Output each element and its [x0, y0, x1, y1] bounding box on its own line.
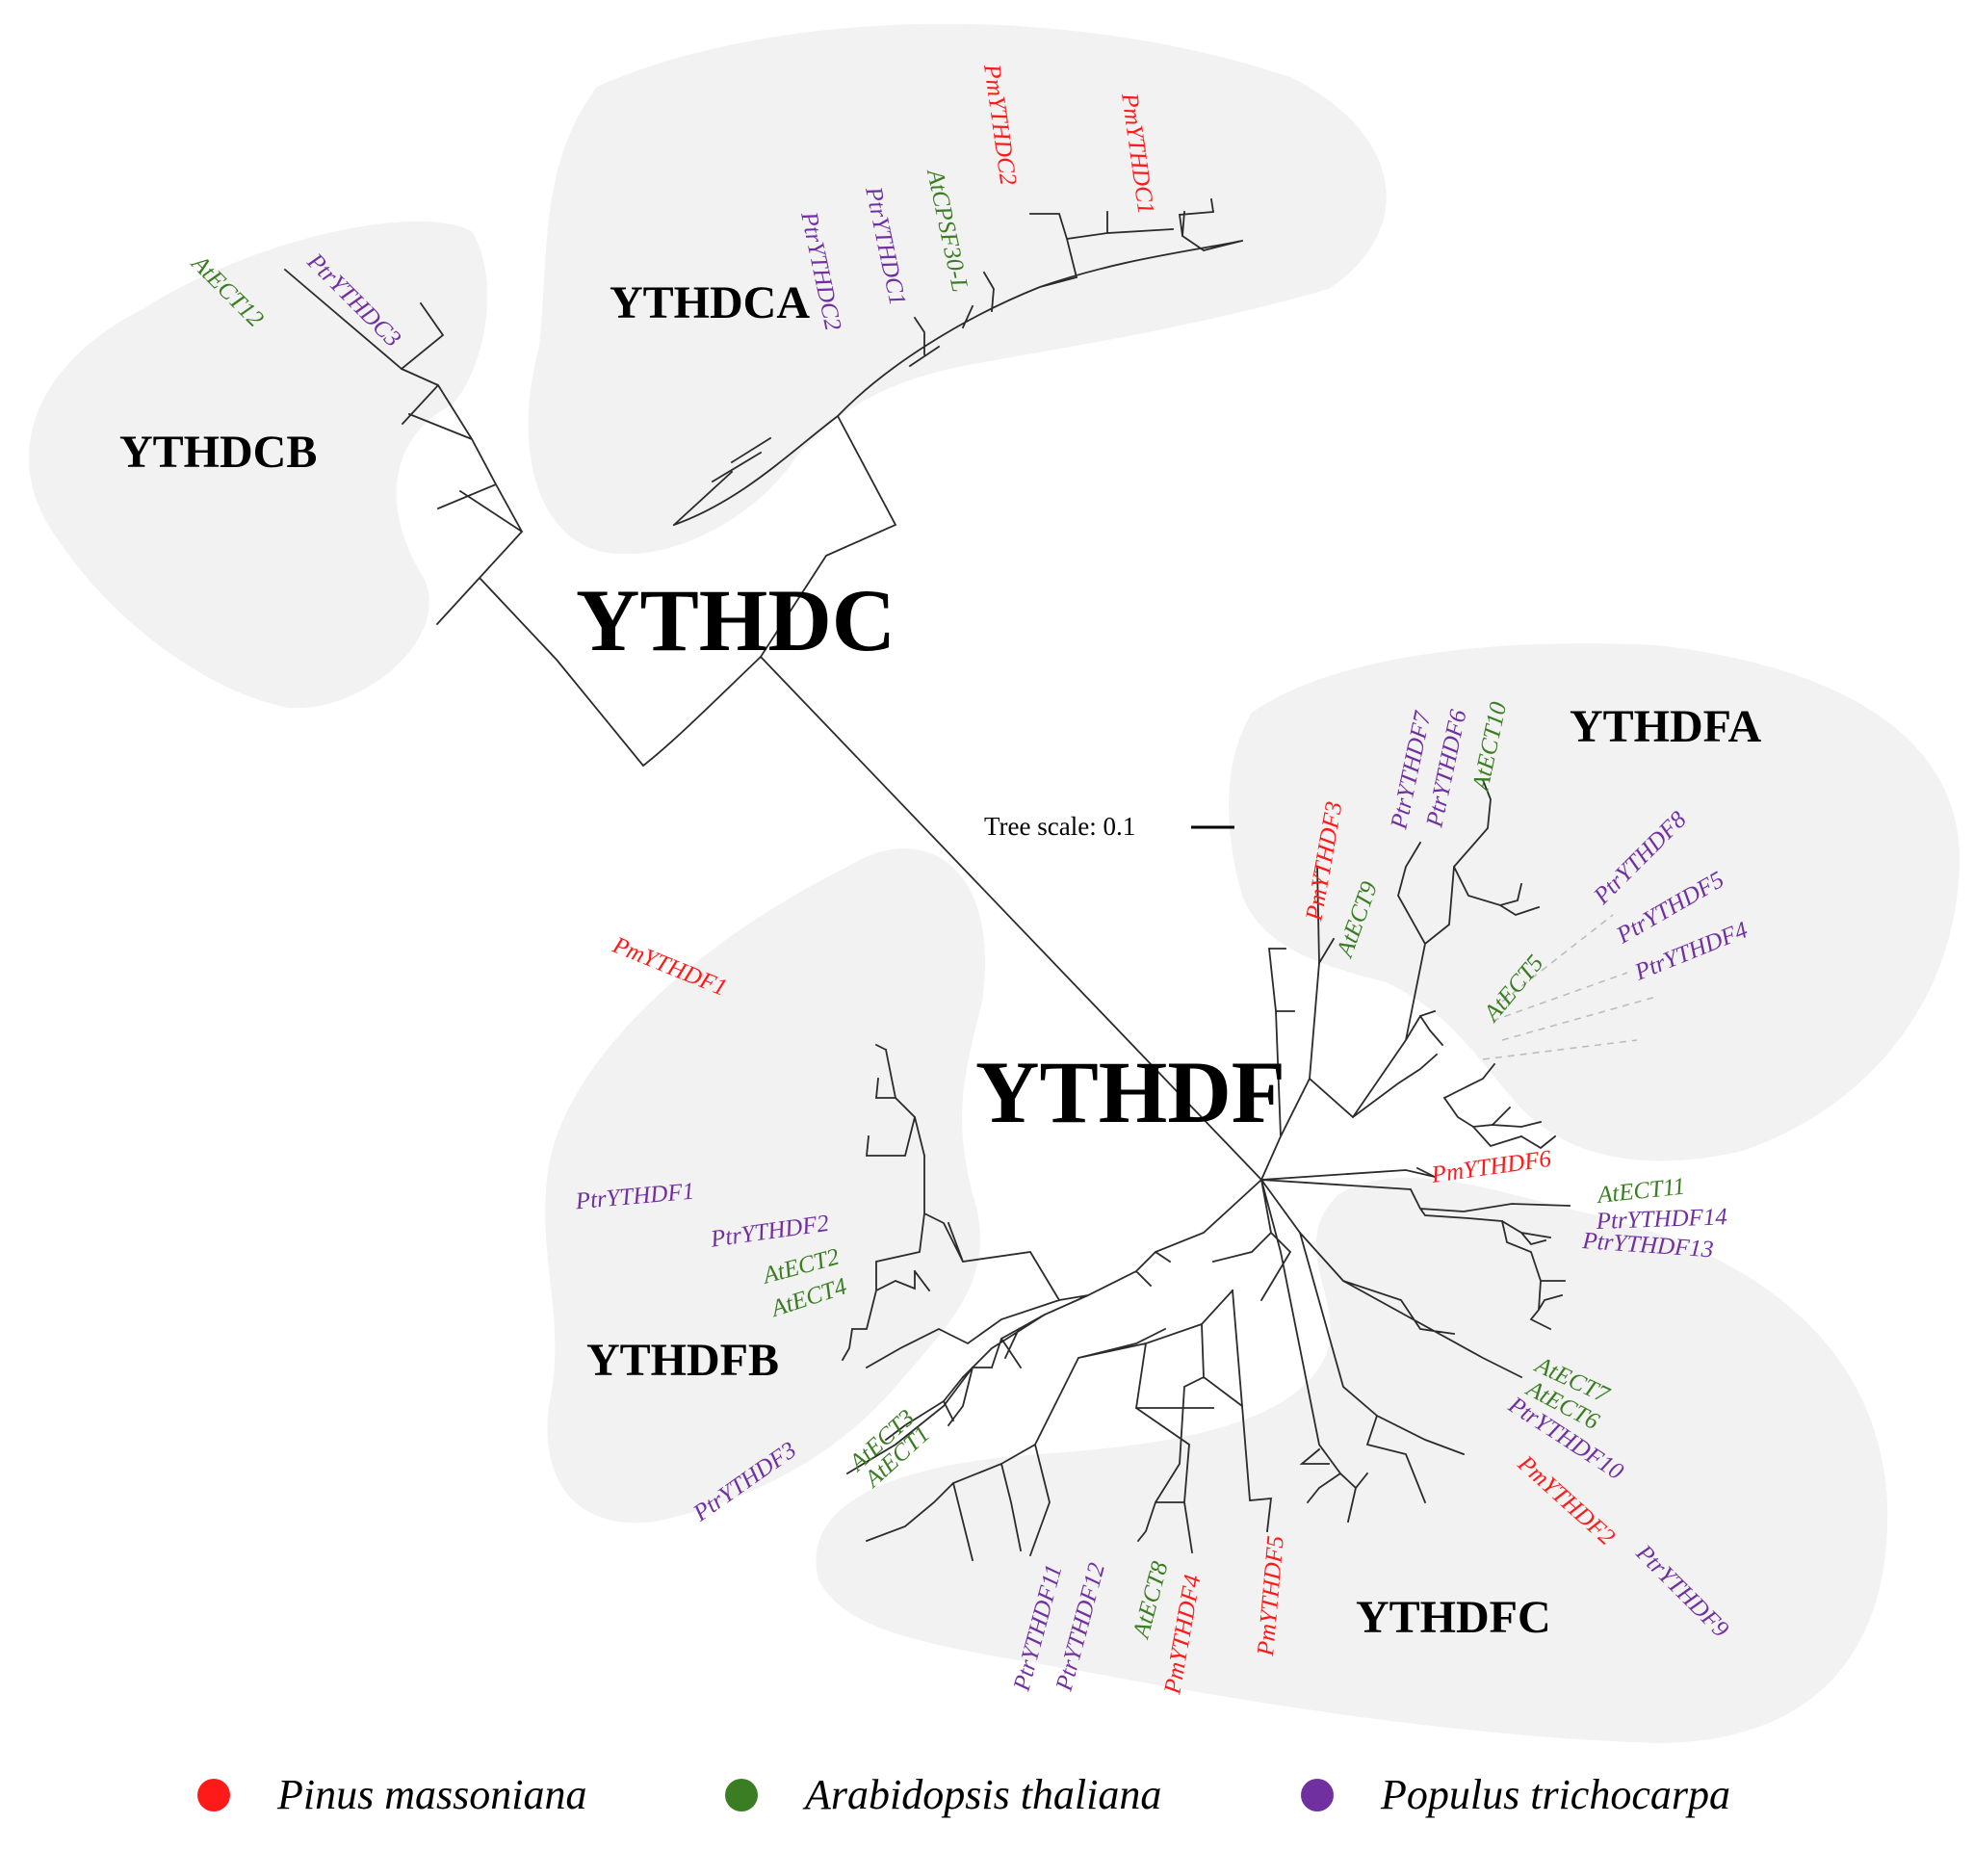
backbone-branch [759, 655, 1263, 1182]
legend: Pinus massoniana Arabidopsis thaliana Po… [197, 1771, 1730, 1818]
tree-scale-label: Tree scale: 0.1 [984, 812, 1135, 841]
legend-label-pinus: Pinus massoniana [276, 1771, 586, 1818]
clade-label-ythdfa: YTHDFA [1570, 701, 1761, 752]
legend-marker-populus [1301, 1779, 1334, 1811]
legend-label-arabidopsis: Arabidopsis thaliana [802, 1771, 1161, 1818]
leaf-atect11: AtECT11 [1595, 1174, 1687, 1210]
legend-label-populus: Populus trichocarpa [1380, 1771, 1730, 1818]
clade-region-ythdca [528, 23, 1387, 555]
clade-label-ythdfb: YTHDFB [586, 1335, 779, 1386]
clade-region-ythdfc [816, 1177, 1888, 1743]
clade-region-ythdfb [545, 848, 986, 1524]
ythdc-branches [283, 197, 1244, 768]
leaf-ptrythdf14: PtrYTHDF14 [1595, 1204, 1727, 1235]
clade-label-ythdcb: YTHDCB [119, 427, 317, 478]
clade-region-ythdcb [29, 221, 488, 709]
clade-label-ythdfc: YTHDFC [1356, 1592, 1551, 1643]
legend-marker-arabidopsis [725, 1779, 758, 1811]
legend-marker-pinus [197, 1779, 230, 1811]
family-label-ythdc: YTHDC [576, 571, 896, 669]
ythdf-branches-b [884, 1375, 965, 1442]
clade-label-ythdca: YTHDCA [610, 277, 810, 328]
clade-region-ythdfa [1229, 643, 1960, 1161]
ythdf-branches [841, 778, 1571, 1562]
leaf-pmythdf6: PmYTHDF6 [1429, 1146, 1553, 1188]
family-label-ythdf: YTHDF [975, 1043, 1285, 1141]
